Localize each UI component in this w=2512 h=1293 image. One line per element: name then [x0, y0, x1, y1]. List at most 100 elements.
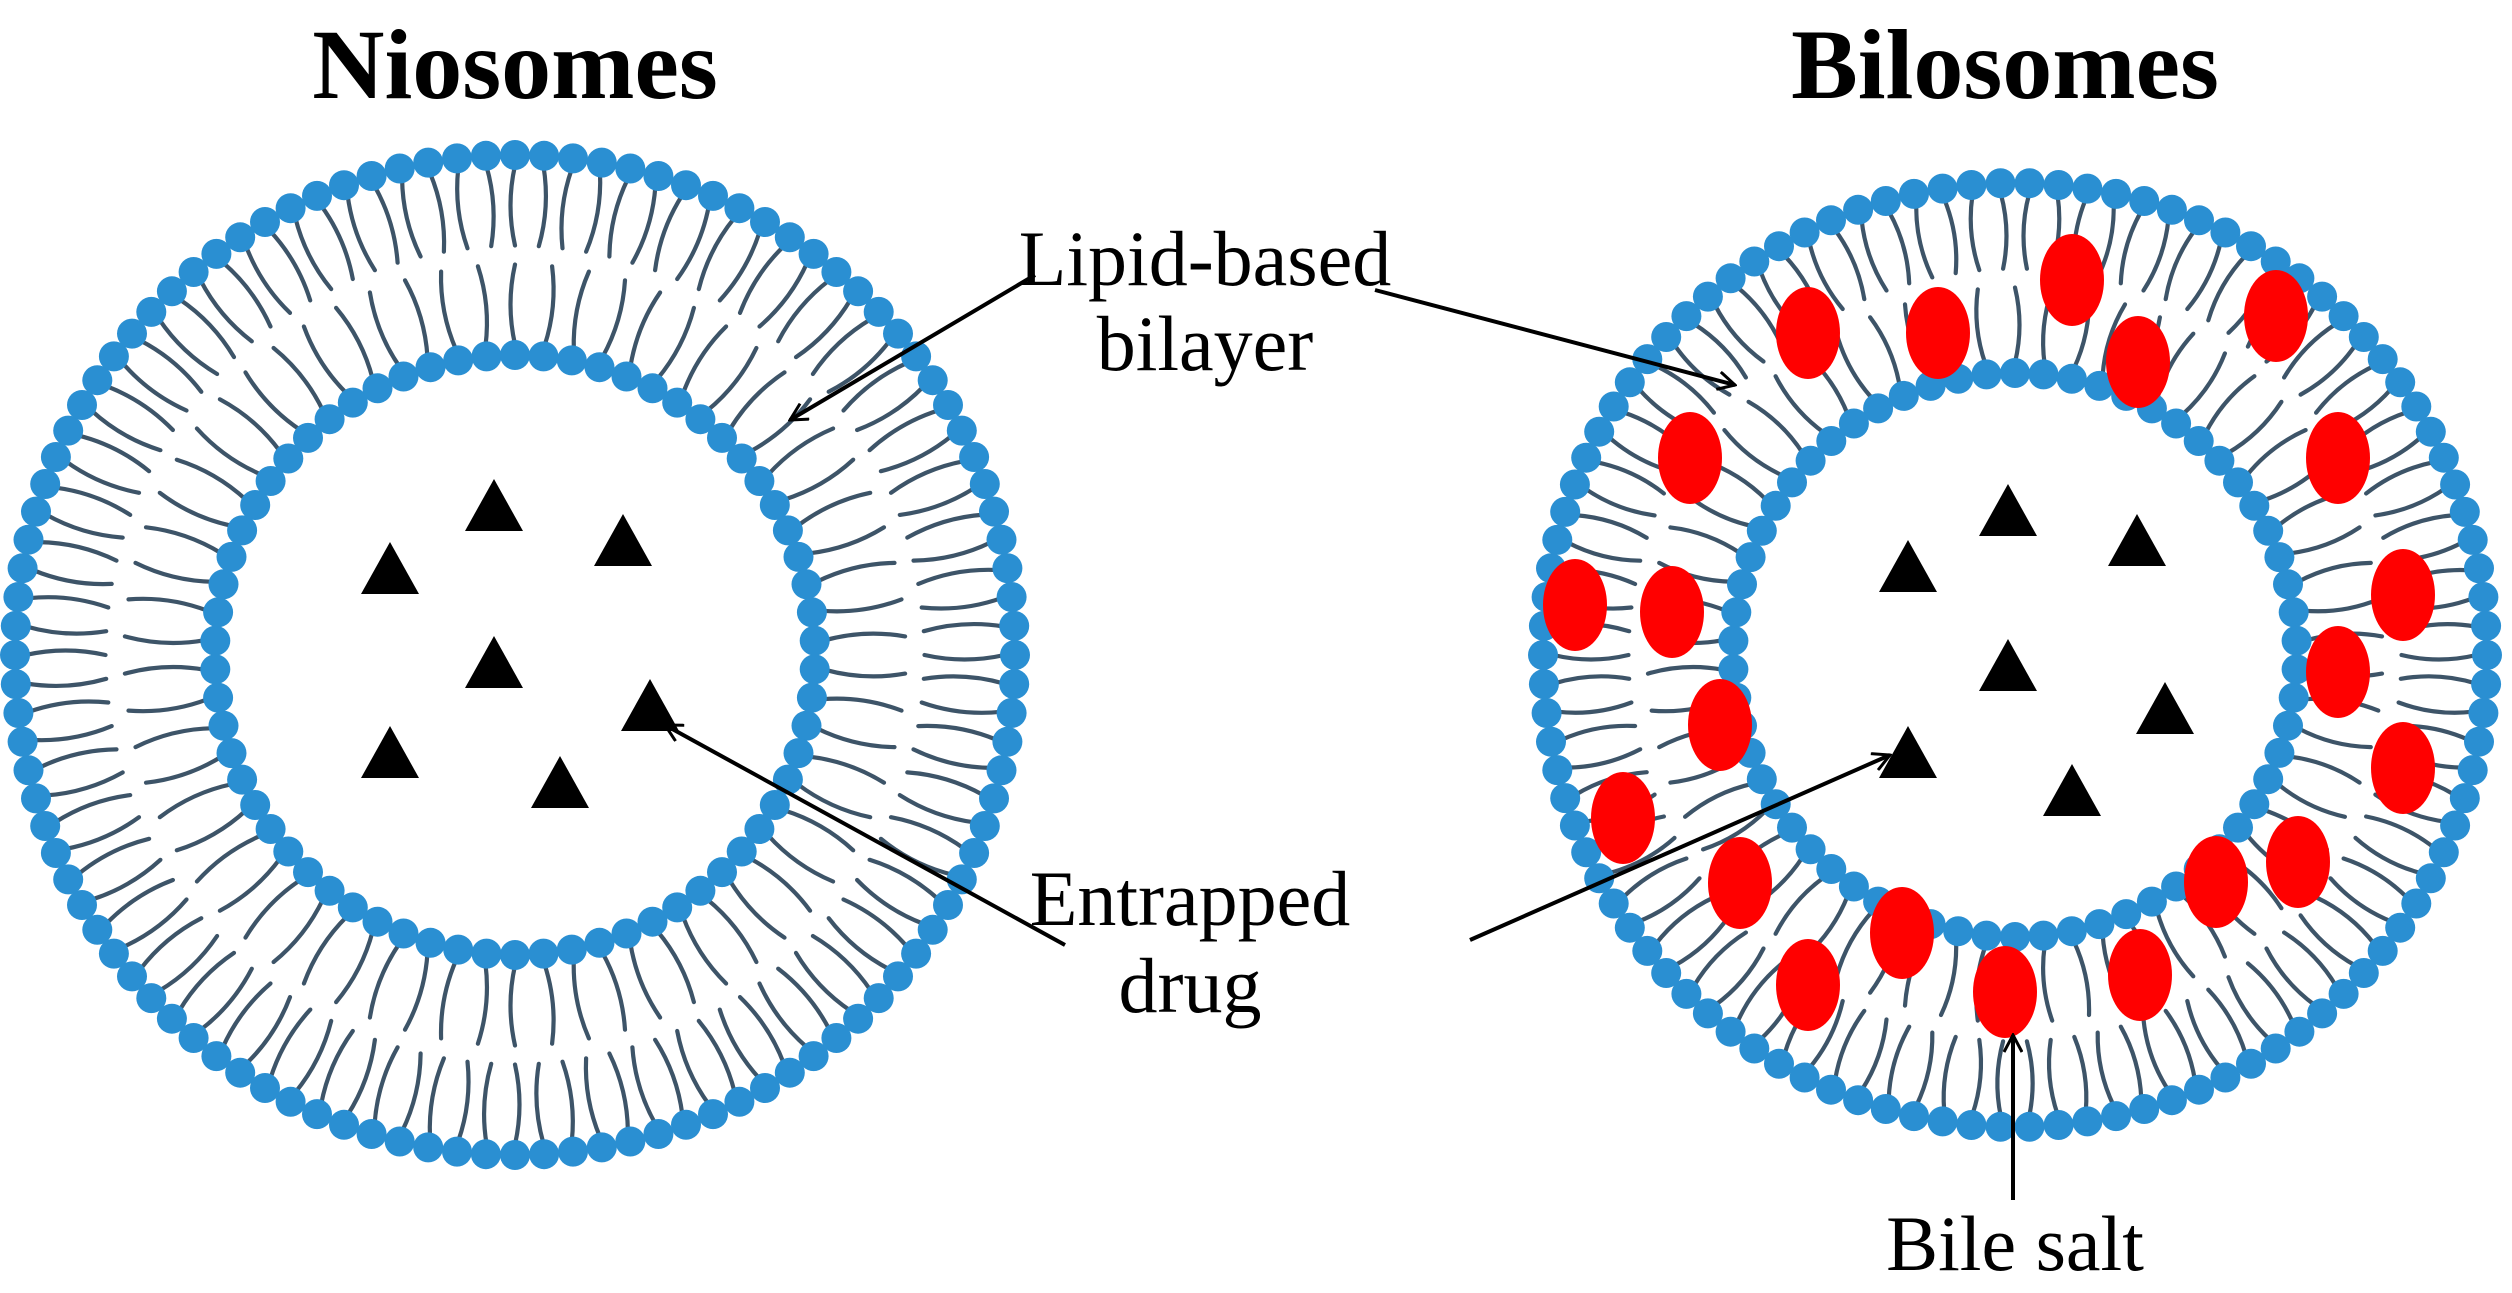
lipid-head	[2307, 998, 2338, 1029]
lipid-tail	[220, 981, 273, 1050]
lipid-tail	[194, 426, 265, 477]
lipid-tail	[916, 723, 1000, 743]
lipid-bilayer-label-line1: Lipid-based	[1019, 215, 1392, 302]
lipid-tail	[243, 243, 293, 315]
lipid-tail	[438, 269, 459, 353]
bile-salt	[1776, 939, 1840, 1031]
lipid-head	[2440, 469, 2471, 500]
lipid-head	[584, 352, 615, 383]
lipid-tail	[905, 512, 986, 540]
lipid-head	[1899, 178, 1929, 209]
lipid-tail	[814, 726, 897, 750]
lipid-head	[986, 524, 1017, 555]
lipid-head	[2278, 597, 2309, 628]
lipid-head	[13, 524, 44, 555]
lipid-head	[1816, 205, 1846, 236]
lipid-head	[250, 1073, 280, 1103]
lipid-head	[783, 738, 814, 769]
lipid-head	[201, 238, 232, 269]
lipid-head	[1528, 640, 1558, 670]
lipid-tail	[1970, 1037, 1984, 1117]
lipid-tail	[1582, 486, 1657, 518]
lipid-tail	[765, 833, 836, 884]
lipid-head	[225, 1057, 256, 1088]
lipid-tail	[508, 963, 518, 1048]
lipid-head	[528, 341, 559, 372]
lipid-head	[67, 390, 97, 420]
lipid-head	[791, 569, 822, 600]
entrapped-drug-arrow-right	[1469, 755, 1890, 942]
lipid-tail	[897, 485, 978, 517]
niosome-vesicle	[0, 140, 1030, 1170]
lipid-tail	[427, 170, 447, 254]
lipid-tail	[1691, 321, 1748, 380]
bile-salt	[1973, 946, 2037, 1038]
bile-salt	[2106, 316, 2170, 408]
lipid-tail	[765, 426, 836, 477]
lipid-tail	[795, 490, 873, 529]
lipid-head	[1843, 194, 1874, 225]
lipid-head	[415, 352, 446, 383]
lipid-tail	[1833, 1008, 1867, 1083]
lipid-head	[2472, 640, 2502, 670]
lipid-tail	[675, 203, 711, 282]
lipid-head	[584, 927, 615, 958]
lipid-tail	[2298, 913, 2359, 968]
lipid-tail	[1914, 1030, 1935, 1108]
lipid-head	[98, 938, 129, 969]
lipid-tail	[1645, 664, 1725, 676]
lipid-head	[798, 238, 829, 269]
lipid-head	[82, 914, 113, 945]
lipid-tail	[2282, 930, 2339, 989]
lipid-tail	[137, 338, 204, 394]
lipid-tail	[63, 815, 142, 851]
lipid-tail	[1668, 525, 1743, 556]
lipid-tail	[2100, 302, 2128, 378]
lipid-head	[2281, 625, 2312, 656]
lipid-head	[356, 161, 387, 191]
lipid-tail	[2328, 876, 2394, 924]
lipid-head	[685, 875, 716, 906]
lipid-tail	[704, 897, 759, 965]
lipid-head	[208, 569, 239, 600]
lipid-tail	[2095, 1030, 2116, 1108]
lipid-tail	[2118, 1024, 2144, 1101]
lipid-head	[227, 515, 258, 546]
lipid-head	[362, 906, 393, 937]
lipid-tail	[268, 229, 313, 303]
lipid-head	[2385, 912, 2416, 943]
lipid-head	[1777, 812, 1807, 843]
lipid-tail	[2314, 895, 2377, 947]
lipid-head	[798, 1041, 829, 1072]
lipid-head	[933, 390, 963, 420]
lipid-head	[1531, 698, 1562, 728]
lipid-tail	[916, 567, 1000, 586]
lipid-tail	[2224, 399, 2284, 456]
lipid-tail	[319, 1028, 355, 1107]
lipid-head	[2401, 888, 2432, 919]
lipid-head	[662, 892, 693, 923]
lipid-tail	[133, 726, 216, 750]
lipid-head	[1718, 625, 1749, 656]
lipid-tail	[220, 260, 273, 329]
lipid-head	[156, 276, 187, 307]
lipid-tail	[1886, 209, 1912, 286]
lipid-head	[3, 582, 34, 612]
lipid-head	[999, 610, 1030, 641]
lipid-head	[98, 341, 129, 372]
lipid-head	[1721, 597, 1752, 628]
lipid-head	[1777, 467, 1807, 498]
lipid-head	[443, 934, 474, 965]
lipid-head	[1971, 920, 2002, 951]
bilosomes-title: Bilosomes	[1791, 9, 2219, 120]
lipid-head	[772, 515, 803, 546]
lipid-tail	[888, 459, 967, 495]
lipid-head	[726, 836, 757, 867]
lipid-head	[0, 669, 31, 700]
lipid-tail	[133, 560, 216, 584]
lipid-head	[2223, 467, 2253, 498]
lipid-head	[2415, 416, 2446, 447]
lipid-head	[1671, 301, 1702, 332]
lipid-head	[1927, 173, 1958, 204]
lipid-tail	[122, 664, 207, 676]
